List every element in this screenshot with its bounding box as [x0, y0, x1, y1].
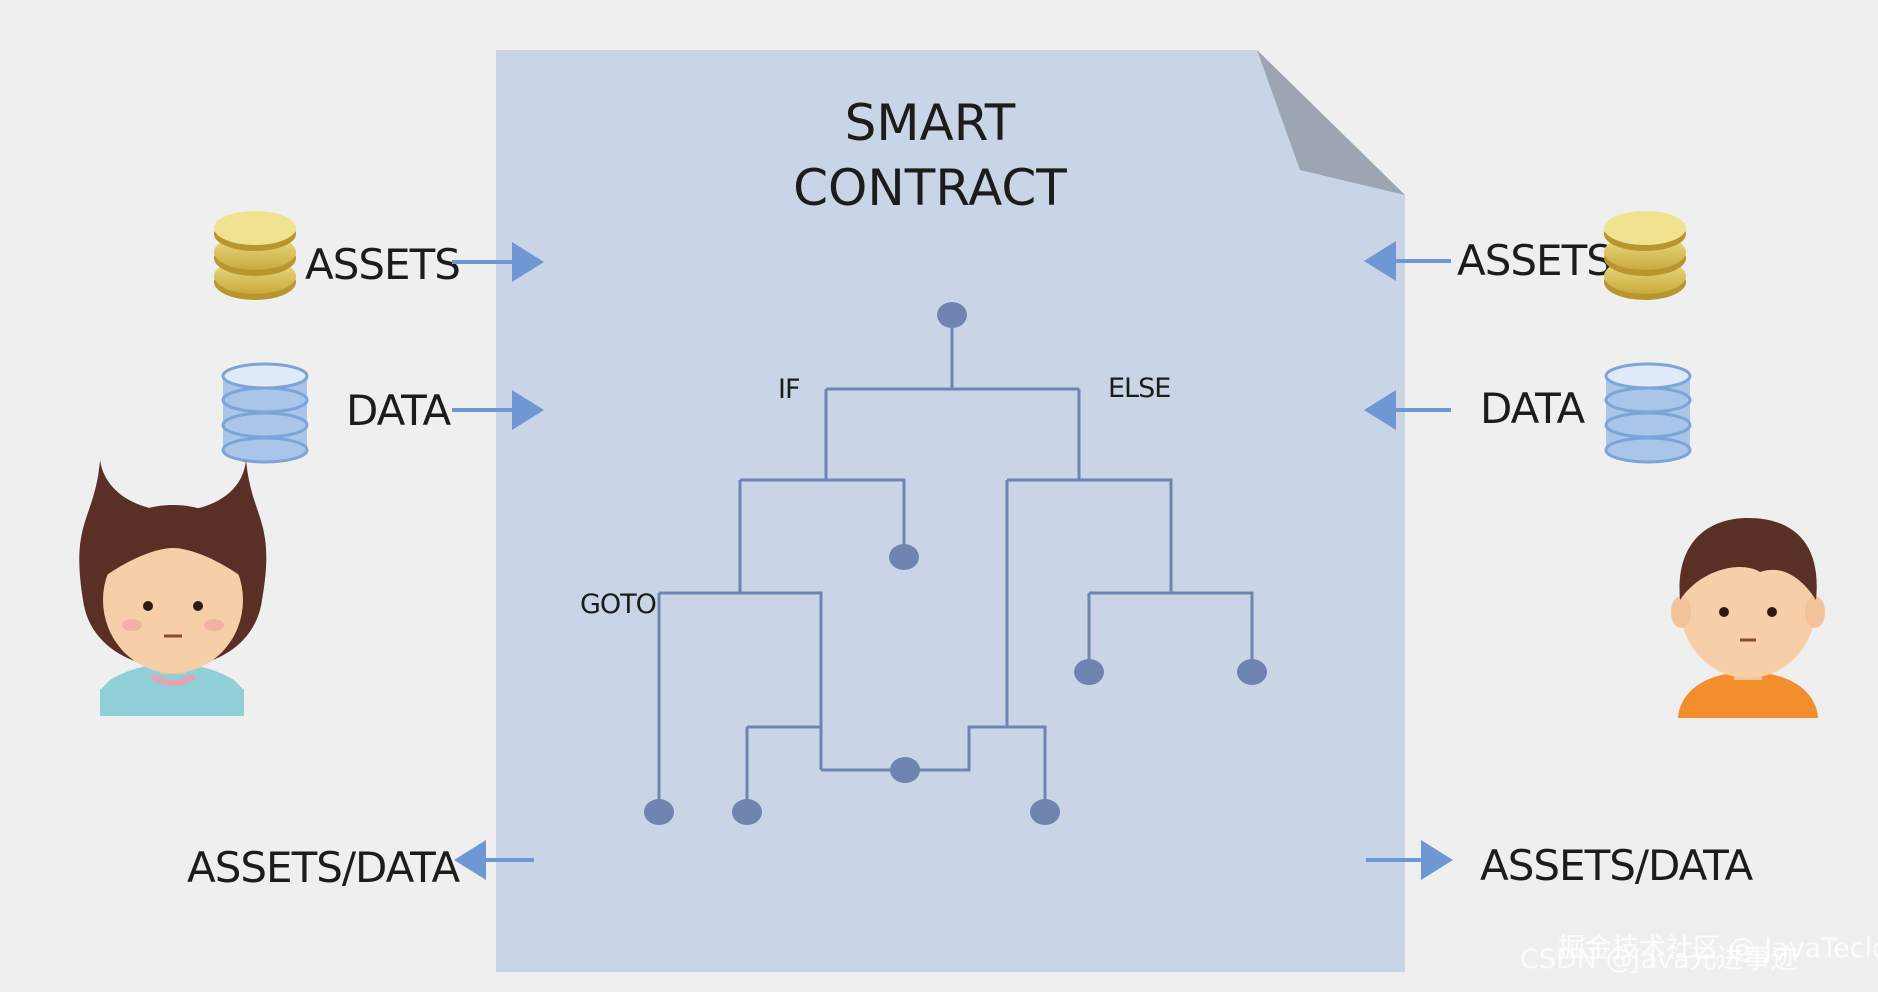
- coins-icon: [214, 211, 296, 300]
- tree-node: [732, 799, 762, 825]
- woman-avatar-icon: [79, 460, 267, 716]
- title-line1: SMART: [845, 94, 1016, 152]
- tree-node: [1074, 659, 1104, 685]
- branch-label-goto: GOTO: [580, 589, 656, 620]
- right-data-label: DATA: [1480, 384, 1585, 433]
- branch-label-else: ELSE: [1108, 373, 1170, 404]
- database-icon: [221, 362, 309, 464]
- title-line2: CONTRACT: [793, 159, 1067, 217]
- watermark: 掘金技术社区 @ JavaTeclo: [1558, 933, 1878, 964]
- man-avatar-icon: [1671, 518, 1825, 718]
- watermark-under: CSDN @Java元进事迹: [1520, 944, 1798, 975]
- tree-node: [1030, 799, 1060, 825]
- tree-node: [890, 757, 920, 783]
- tree-node: [644, 799, 674, 825]
- branch-label-if: IF: [778, 374, 800, 405]
- left-output-label: ASSETS/DATA: [187, 843, 461, 892]
- coins-icon: [1604, 211, 1686, 300]
- tree-node-root: [937, 302, 967, 328]
- tree-node: [1237, 659, 1267, 685]
- left-data-label: DATA: [346, 386, 451, 435]
- tree-node: [889, 544, 919, 570]
- contract-document: [496, 50, 1405, 972]
- left-assets-label: ASSETS: [305, 240, 460, 289]
- database-icon: [1604, 362, 1692, 464]
- right-assets-label: ASSETS: [1457, 236, 1612, 285]
- decision-tree: [657, 315, 1254, 812]
- right-output-label: ASSETS/DATA: [1480, 841, 1754, 890]
